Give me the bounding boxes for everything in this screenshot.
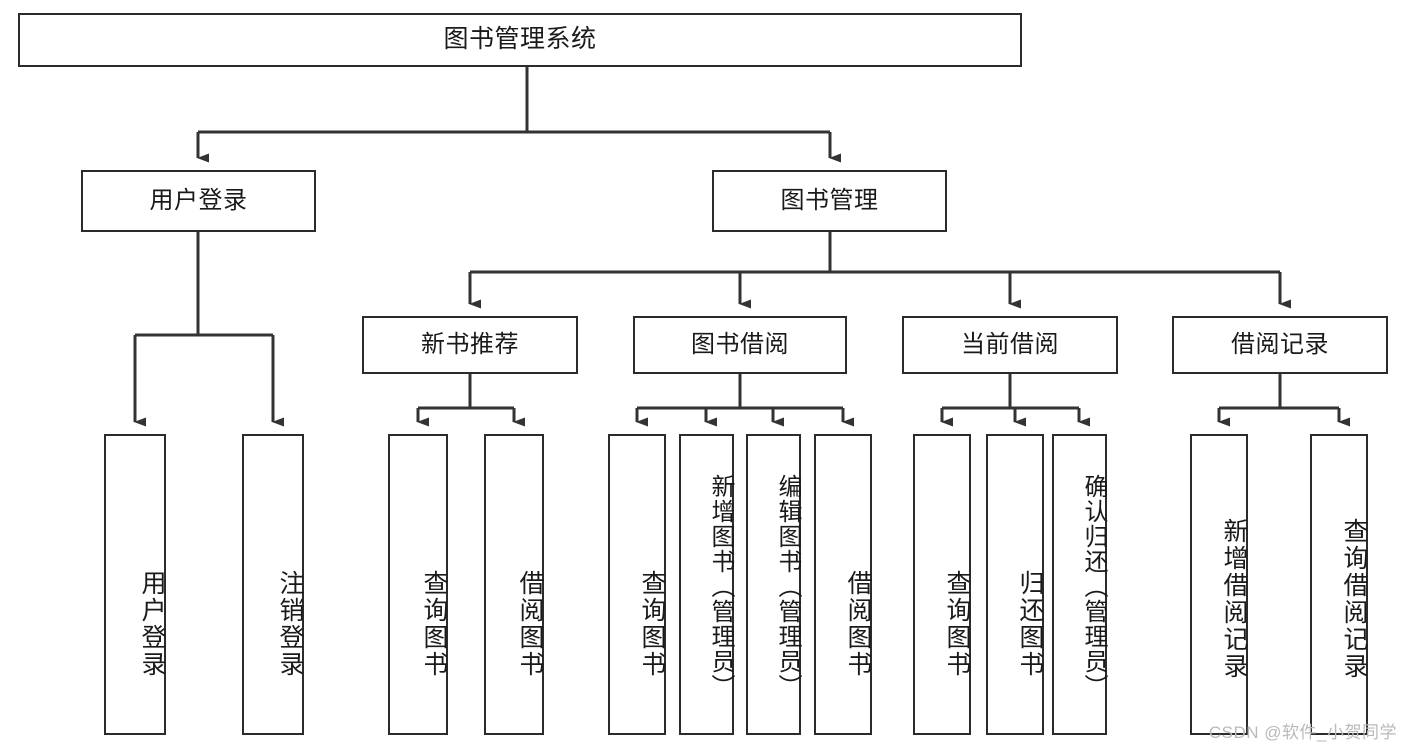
edges-newbook-to-leaves [416,374,525,427]
node-book-management[interactable]: 图书管理 [712,170,947,232]
node-label: 归还图书 [1016,569,1044,678]
node-label: 当前借阅 [961,330,1059,358]
leaf-borrow-book-new[interactable]: 借阅图书 [484,434,544,735]
leaf-query-book-new[interactable]: 查询图书 [388,434,448,735]
node-book-borrowing[interactable]: 图书借阅 [633,316,847,374]
leaf-query-book-current[interactable]: 查询图书 [913,434,971,735]
node-label: 新增图书（管理员） [707,474,734,699]
node-new-book-recommendation[interactable]: 新书推荐 [362,316,578,374]
node-label: 图书管理系统 [443,25,597,54]
node-label: 用户登录 [138,569,166,678]
node-current-borrowing[interactable]: 当前借阅 [902,316,1118,374]
edges-userlogin-to-leaves [133,232,284,427]
edges-borrow-to-leaves [635,374,854,427]
leaf-confirm-return-admin[interactable]: 确认归还（管理员） [1052,434,1107,735]
node-label: 查询图书 [943,569,971,678]
leaf-add-book-admin[interactable]: 新增图书（管理员） [679,434,734,735]
leaf-query-book-borrow[interactable]: 查询图书 [608,434,666,735]
node-label: 图书管理 [780,186,879,214]
node-label: 查询图书 [420,569,448,678]
leaf-borrow-book-borrow[interactable]: 借阅图书 [814,434,872,735]
node-user-login[interactable]: 用户登录 [81,170,316,232]
node-label: 查询图书 [638,569,666,678]
leaf-edit-book-admin[interactable]: 编辑图书（管理员） [746,434,801,735]
node-label: 确认归还（管理员） [1080,474,1107,699]
leaf-return-book[interactable]: 归还图书 [986,434,1044,735]
node-label: 借阅记录 [1231,330,1329,358]
node-label: 用户登录 [149,186,248,214]
node-label: 新书推荐 [421,330,519,358]
node-label: 编辑图书（管理员） [774,474,801,699]
leaf-logout[interactable]: 注销登录 [242,434,304,735]
edges-bookmgmt-to-level3 [468,232,1291,309]
node-label: 新增借阅记录 [1220,517,1248,680]
node-label: 借阅图书 [844,569,872,678]
node-label: 注销登录 [276,569,304,678]
leaf-user-login[interactable]: 用户登录 [104,434,166,735]
node-label: 借阅图书 [516,569,544,678]
node-borrowing-record[interactable]: 借阅记录 [1172,316,1388,374]
leaf-add-borrowing-record[interactable]: 新增借阅记录 [1190,434,1248,735]
leaf-query-borrowing-record[interactable]: 查询借阅记录 [1310,434,1368,735]
edges-record-to-leaves [1217,374,1350,427]
edges-current-to-leaves [940,374,1090,427]
edges-root-to-level2 [196,67,841,163]
node-label: 图书借阅 [691,330,789,358]
node-label: 查询借阅记录 [1340,517,1368,680]
node-root-book-management-system[interactable]: 图书管理系统 [18,13,1022,67]
